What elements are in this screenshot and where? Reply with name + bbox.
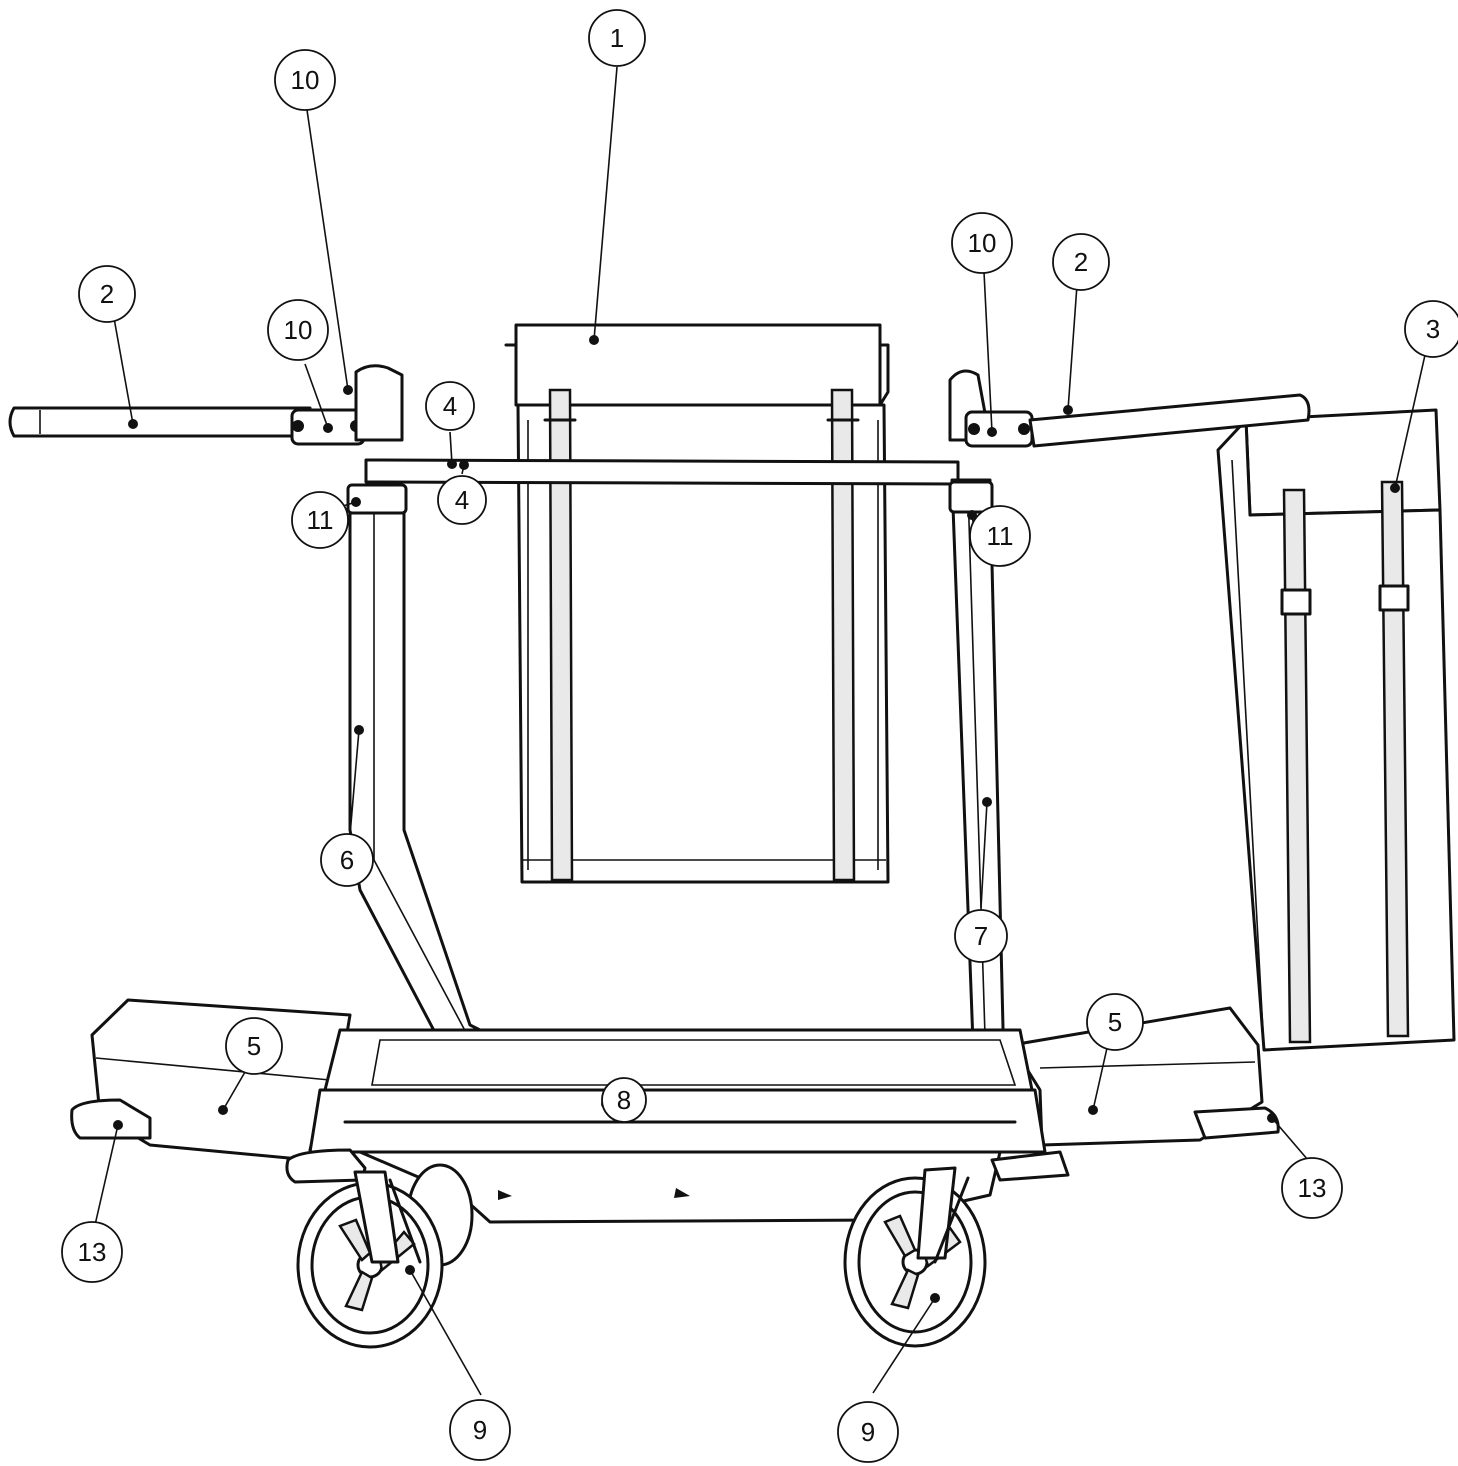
callout-7: 7 bbox=[954, 909, 1008, 963]
callout-8: 8 bbox=[601, 1077, 647, 1123]
callout-4-top: 4 bbox=[425, 381, 475, 431]
callout-number: 10 bbox=[284, 315, 313, 345]
callout-1: 1 bbox=[588, 9, 646, 67]
callout-number: 9 bbox=[473, 1415, 487, 1445]
callout-number: 10 bbox=[968, 228, 997, 258]
callout-2-left: 2 bbox=[78, 265, 136, 323]
callout-2-right: 2 bbox=[1052, 233, 1110, 291]
callout-number: 11 bbox=[987, 521, 1014, 551]
callout-4-bottom: 4 bbox=[437, 475, 487, 525]
callout-number: 6 bbox=[340, 845, 354, 875]
callout-13-left: 13 bbox=[61, 1221, 123, 1283]
callout-13-right: 13 bbox=[1281, 1157, 1343, 1219]
right-bag bbox=[1216, 408, 1456, 1052]
callout-number: 7 bbox=[974, 921, 988, 951]
callout-number: 8 bbox=[617, 1085, 631, 1115]
callout-9-left: 9 bbox=[449, 1399, 511, 1461]
callout-3: 3 bbox=[1404, 300, 1458, 358]
callout-number: 13 bbox=[1298, 1173, 1327, 1203]
callout-10-right: 10 bbox=[951, 212, 1013, 274]
callout-10-left-mid: 10 bbox=[267, 299, 329, 361]
callout-11-right: 11 bbox=[969, 505, 1031, 567]
wheels bbox=[296, 1163, 987, 1349]
callout-number: 2 bbox=[1074, 247, 1088, 277]
callout-number: 5 bbox=[247, 1031, 261, 1061]
callout-number: 4 bbox=[455, 485, 469, 515]
callout-number: 13 bbox=[78, 1237, 107, 1267]
callout-10-left-top: 10 bbox=[274, 49, 336, 111]
base bbox=[70, 998, 1280, 1224]
callout-11-left: 11 bbox=[291, 491, 349, 549]
callout-number: 4 bbox=[443, 391, 457, 421]
callout-number: 11 bbox=[307, 505, 334, 535]
callout-number: 2 bbox=[100, 279, 114, 309]
callout-6: 6 bbox=[320, 833, 374, 887]
callout-5-left: 5 bbox=[225, 1017, 283, 1075]
callout-number: 10 bbox=[291, 65, 320, 95]
callout-number: 3 bbox=[1426, 314, 1440, 344]
callout-9-right: 9 bbox=[837, 1401, 899, 1463]
center-bag bbox=[504, 323, 890, 884]
callout-5-right: 5 bbox=[1086, 993, 1144, 1051]
callout-number: 5 bbox=[1108, 1007, 1122, 1037]
callouts: 1 2 2 3 4 4 5 5 6 7 8 9 9 10 10 10 11 11… bbox=[61, 9, 1458, 1463]
callout-number: 9 bbox=[861, 1417, 875, 1447]
frame bbox=[8, 364, 1311, 1082]
callout-number: 1 bbox=[610, 23, 624, 53]
